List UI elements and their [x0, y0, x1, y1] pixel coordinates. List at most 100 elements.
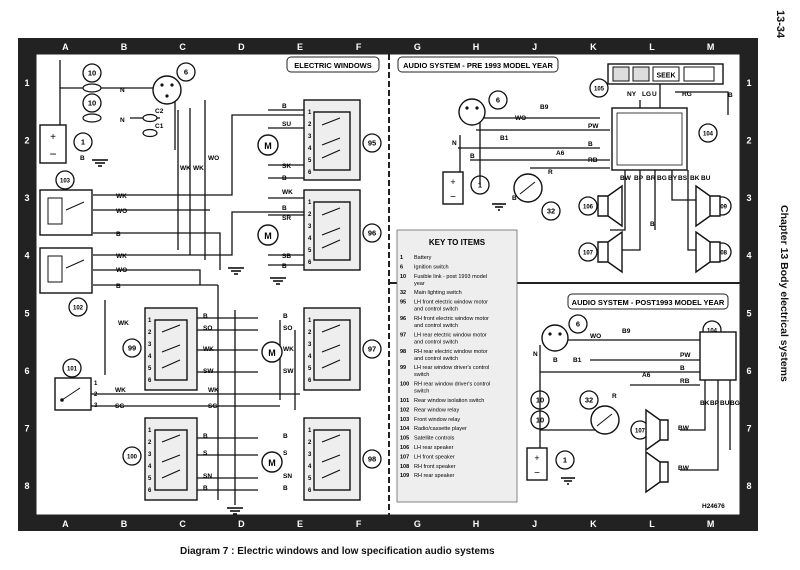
svg-text:and control switch: and control switch [414, 356, 458, 362]
wire-label: SN [283, 473, 292, 480]
wire-label: N [120, 87, 125, 94]
speakers-post [645, 408, 669, 494]
grid-column-label: K [590, 42, 597, 52]
key-item: 105 Satellite controls [400, 436, 455, 442]
terminal-number: 1 [148, 318, 152, 324]
wire-label: WO [116, 208, 127, 215]
svg-text:98: 98 [368, 455, 376, 464]
wire-label: B [588, 141, 593, 148]
grid-column-label: M [707, 519, 715, 529]
svg-text:102: 102 [73, 306, 84, 312]
ignition-switch-component [152, 75, 182, 105]
wire-label: BW [620, 175, 632, 182]
wire-label: B [282, 263, 287, 270]
grid-row-label: 1 [746, 78, 751, 88]
callout-100: 100 [122, 446, 142, 466]
terminal-number: 1 [308, 318, 312, 324]
svg-text:105: 105 [594, 87, 605, 93]
callout-105: 105 [589, 78, 609, 98]
svg-text:M: M [264, 141, 272, 151]
satellite-controls: SEEK [607, 63, 724, 85]
callout-6: 6 [568, 314, 588, 334]
wire-label: S [203, 450, 208, 457]
wire-label: RG [682, 91, 692, 98]
terminal-number: 4 [308, 464, 312, 470]
svg-text:+: + [50, 132, 56, 143]
svg-text:104: 104 [703, 132, 714, 138]
terminal-number: 2 [148, 330, 152, 336]
terminal-number: 3 [148, 452, 152, 458]
wire-label: BP [634, 175, 644, 182]
wire-label: B [116, 283, 121, 290]
wire-label: B [282, 103, 287, 110]
wire-label: N [120, 117, 125, 124]
grid-row-label: 4 [746, 251, 751, 261]
svg-text:99: 99 [400, 365, 406, 371]
battery-pre: + − [442, 171, 464, 205]
ignition-switch-post [541, 324, 569, 352]
svg-text:switch: switch [414, 372, 429, 378]
svg-text:6: 6 [576, 320, 580, 329]
grid-column-label: G [414, 42, 421, 52]
callout-104: 104 [698, 123, 718, 143]
svg-text:32: 32 [585, 396, 593, 405]
grid-column-label: M [707, 42, 715, 52]
grid-column-label: F [356, 42, 362, 52]
terminal-number: 1 [308, 428, 312, 434]
wire-label: NY [627, 91, 637, 98]
terminal-number: 6 [148, 378, 152, 384]
svg-text:103: 103 [60, 179, 71, 185]
key-title: KEY TO ITEMS [429, 238, 486, 247]
radio-cassette-pre [611, 107, 688, 171]
wire-label: BP [710, 400, 720, 407]
svg-text:97: 97 [400, 332, 406, 338]
wire-label: B [728, 92, 733, 99]
grid-row-label: 3 [24, 193, 29, 203]
svg-text:95: 95 [400, 300, 406, 306]
terminal-number: 3 [308, 134, 312, 140]
terminal-number: 6 [308, 488, 312, 494]
svg-text:101: 101 [400, 398, 409, 404]
wire-label: BG [730, 400, 740, 407]
wire-label: B1 [500, 135, 509, 142]
callout-102: 102 [68, 297, 88, 317]
audio-pre-panel-title: AUDIO SYSTEM - PRE 1993 MODEL YEAR [397, 56, 559, 73]
front-window-relay [39, 189, 93, 236]
terminal-number: 2 [148, 440, 152, 446]
grid-row-label: 2 [746, 135, 751, 145]
grid-column-label: H [473, 519, 480, 529]
key-to-items [396, 229, 518, 503]
wire-label: B1 [573, 357, 582, 364]
terminal-number: 6 [148, 488, 152, 494]
svg-text:6: 6 [400, 264, 403, 270]
svg-text:LH rear speaker: LH rear speaker [414, 445, 454, 451]
radio-cassette-post [699, 331, 737, 381]
svg-text:Ignition switch: Ignition switch [414, 264, 449, 270]
terminal-number: 1 [148, 428, 152, 434]
svg-text:Radio/cassette player: Radio/cassette player [414, 426, 467, 432]
svg-text:Satellite controls: Satellite controls [414, 436, 455, 442]
svg-text:105: 105 [400, 436, 409, 442]
svg-text:+: + [450, 177, 455, 187]
grid-column-label: A [62, 519, 69, 529]
switch-contacts [161, 117, 341, 479]
wire-label: BS [678, 175, 688, 182]
wire-label: S [283, 450, 288, 457]
terminal-number: 6 [308, 170, 312, 176]
svg-text:LH rear electric window motor: LH rear electric window motor [414, 332, 487, 338]
svg-text:ELECTRIC WINDOWS: ELECTRIC WINDOWS [294, 61, 372, 70]
terminal-number: 1 [308, 200, 312, 206]
wire-label: WK [118, 320, 129, 327]
callout-32: 32 [541, 201, 561, 221]
svg-text:LH rear window driver's contro: LH rear window driver's control [414, 365, 489, 371]
svg-text:6: 6 [496, 96, 500, 105]
wire-label: SW [203, 368, 214, 375]
grid-column-label: C [179, 519, 186, 529]
wire-label: SU [282, 121, 291, 128]
